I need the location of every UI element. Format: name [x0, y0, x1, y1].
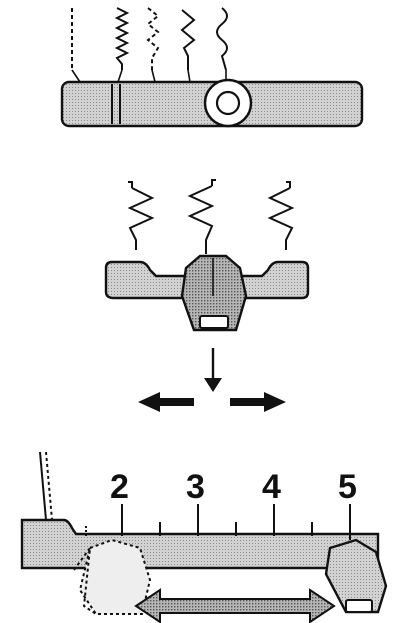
scale-label-4: 4 [262, 468, 281, 506]
stitch-selector-panel [60, 7, 364, 128]
scale-bar [20, 518, 380, 570]
right-arrow-icon [230, 392, 286, 412]
scale-label-3: 3 [186, 468, 205, 506]
scale-label-2: 2 [110, 468, 129, 506]
zigzag-pattern-icon [71, 7, 228, 71]
width-scale-panel: 2 3 4 5 [20, 451, 388, 623]
ghost-knob-icon [78, 538, 152, 615]
zigzag-pattern-icon [127, 179, 295, 254]
presser-knob-panel [104, 179, 310, 412]
down-arrow-icon [204, 348, 222, 392]
double-headed-arrow-icon [134, 588, 336, 623]
presser-knob-icon [180, 254, 248, 332]
scale-ticks [85, 504, 351, 540]
needle-rod-icon [39, 451, 53, 521]
scale-label-5: 5 [338, 468, 357, 506]
left-arrow-icon [138, 392, 194, 412]
width-knob-icon [324, 538, 388, 614]
